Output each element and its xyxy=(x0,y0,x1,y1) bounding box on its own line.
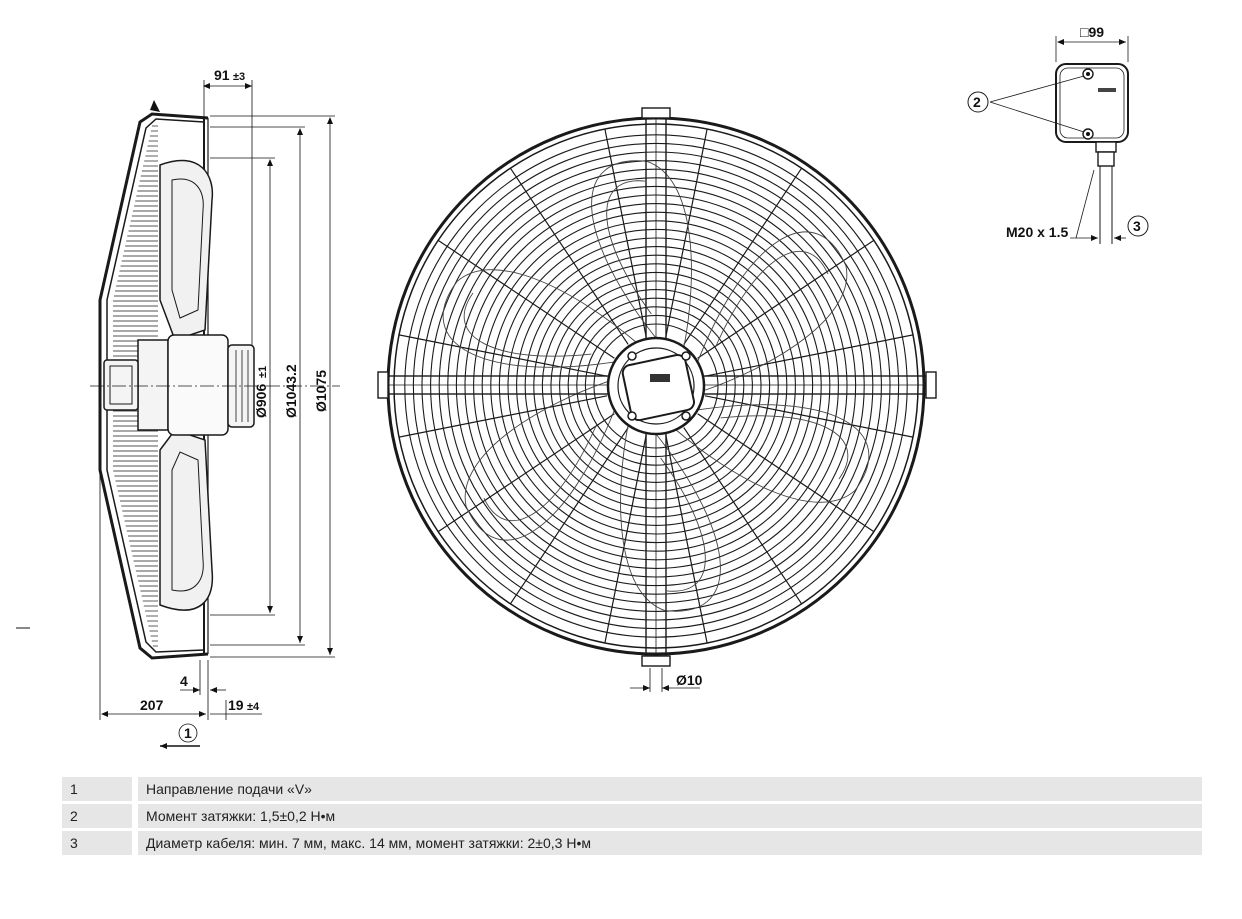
dim-207: 207 xyxy=(140,697,164,713)
dim-1043: Ø1043.2 xyxy=(283,364,299,418)
grille-spoke xyxy=(697,413,875,533)
legend-number: 2 xyxy=(62,804,132,828)
grille-spoke xyxy=(704,334,914,377)
dim-91-tol: ±3 xyxy=(233,71,245,83)
legend-separator xyxy=(132,831,138,855)
callout-2: 2 xyxy=(973,94,981,110)
callout-3: 3 xyxy=(1133,218,1141,234)
dim-99: □99 xyxy=(1080,24,1104,40)
legend-separator xyxy=(132,804,138,828)
fan-blade xyxy=(591,160,692,351)
dim-91: 91 xyxy=(214,67,230,83)
dim-1075: Ø1075 xyxy=(313,370,329,412)
grille-spoke xyxy=(683,167,803,345)
legend-number: 1 xyxy=(62,777,132,801)
legend-text: Диаметр кабеля: мин. 7 мм, макс. 14 мм, … xyxy=(138,831,1202,855)
grille-spoke xyxy=(509,167,629,345)
fan-blade xyxy=(672,404,870,503)
terminal-box-view xyxy=(967,36,1149,244)
legend-number: 3 xyxy=(62,831,132,855)
grille-spoke xyxy=(398,395,608,438)
side-view-dimensions xyxy=(99,80,335,749)
grille-spoke xyxy=(509,427,629,605)
fan-blade xyxy=(442,269,640,368)
fan-side-view xyxy=(90,100,340,660)
legend-separator xyxy=(132,777,138,801)
callout-1: 1 xyxy=(184,725,192,741)
fan-front-view xyxy=(377,107,937,667)
grille-spoke xyxy=(665,434,708,644)
dim-10-group xyxy=(630,668,700,692)
grille-spoke xyxy=(398,334,608,377)
dim-10: Ø10 xyxy=(676,672,703,688)
grille-spoke xyxy=(665,128,708,338)
dim-906-tol: ±1 xyxy=(257,366,269,378)
fan-blade xyxy=(695,231,848,393)
dim-906: Ø906 xyxy=(253,384,269,418)
grille-spoke xyxy=(604,128,647,338)
technical-drawing: 91 ±3 Ø906 ±1 Ø1043.2 Ø1075 4 207 19 ±4 … xyxy=(16,24,1149,749)
grille-spoke xyxy=(683,427,803,605)
fan-blade xyxy=(620,421,721,612)
grille-spoke xyxy=(697,239,875,359)
dim-19-tol: ±4 xyxy=(247,701,260,713)
grille-spoke xyxy=(704,395,914,438)
grille-spoke xyxy=(604,434,647,644)
legend-text: Направление подачи «V» xyxy=(138,777,1202,801)
grille-spoke xyxy=(437,413,615,533)
legend-text: Момент затяжки: 1,5±0,2 Н•м xyxy=(138,804,1202,828)
dim-4: 4 xyxy=(180,673,188,689)
fan-blade xyxy=(464,379,617,541)
dim-19: 19 xyxy=(228,697,244,713)
dim-m20: M20 x 1.5 xyxy=(1006,224,1068,240)
grille-spoke xyxy=(437,239,615,359)
